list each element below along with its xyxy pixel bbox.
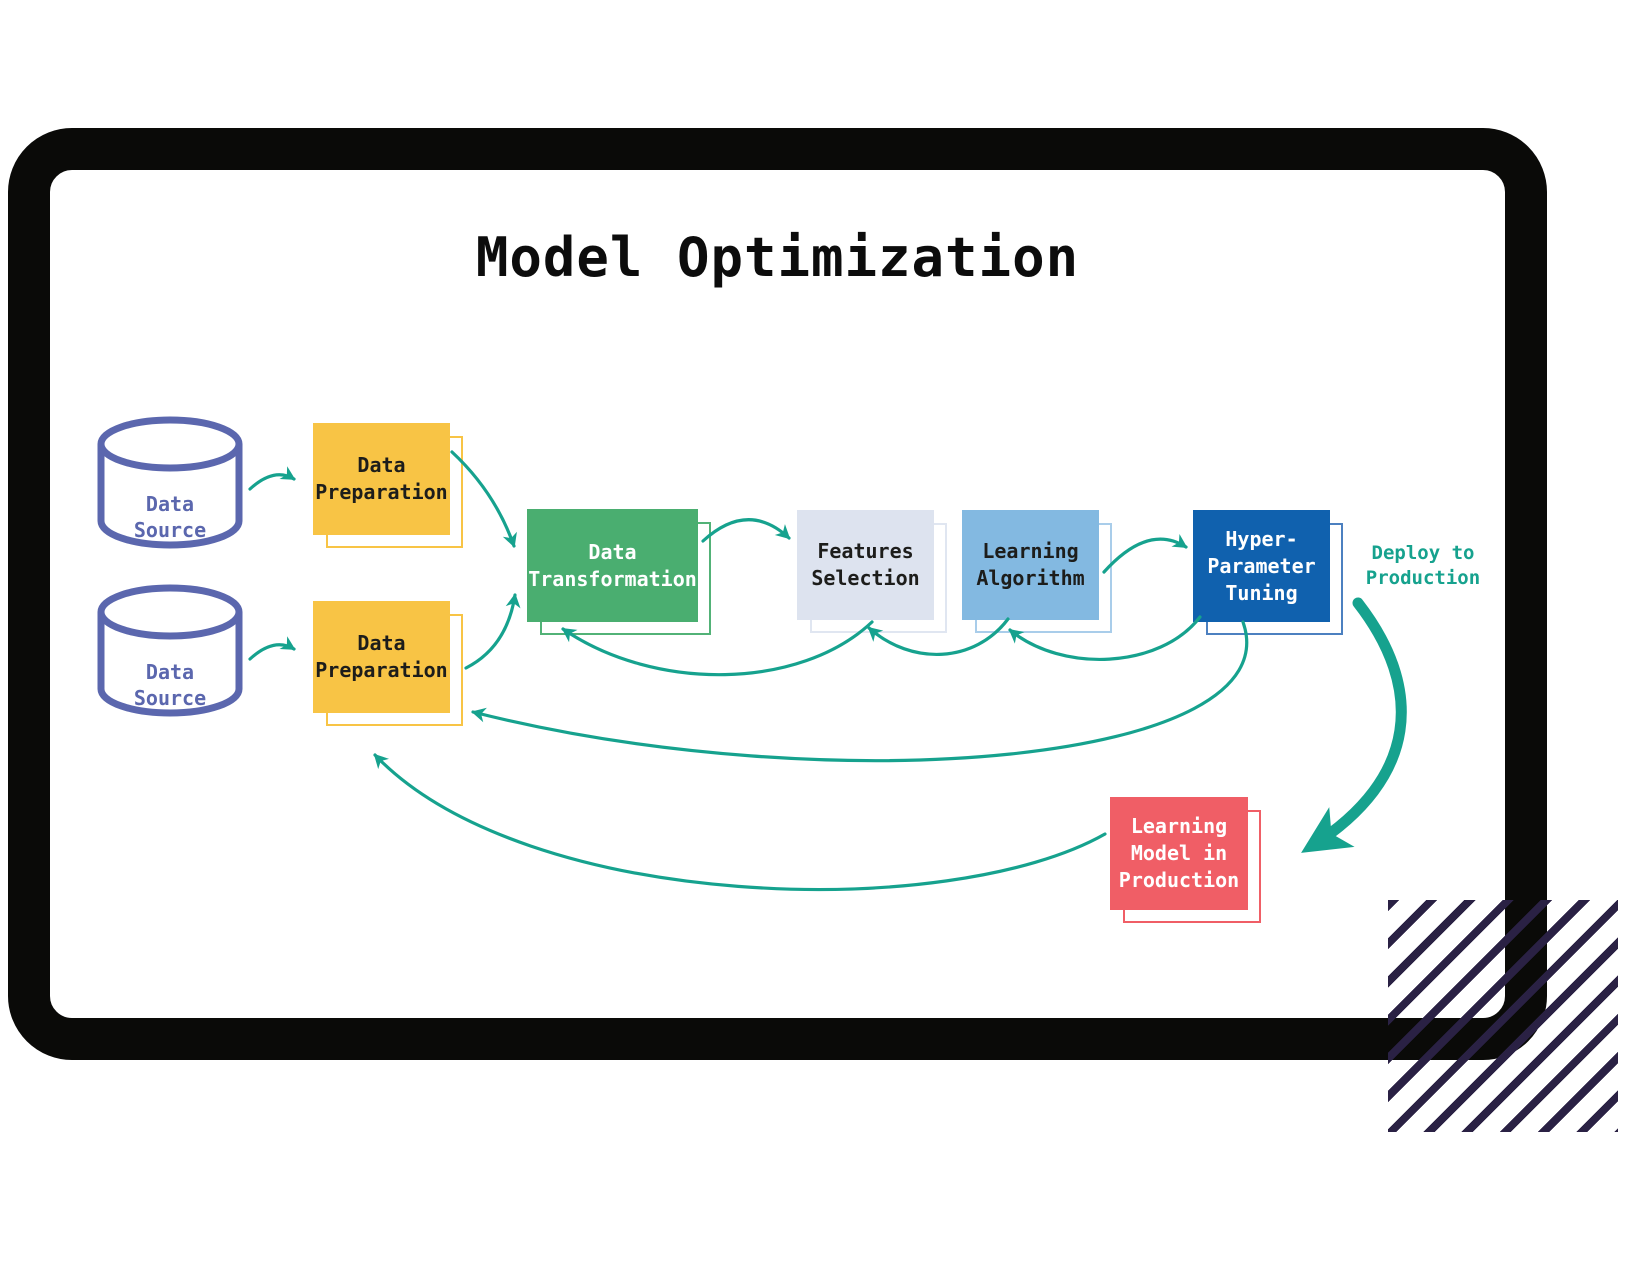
- node-label-line: Preparation: [315, 658, 448, 682]
- node-learning-algorithm: Learning Algorithm: [962, 510, 1099, 620]
- node-data-transformation: Data Transformation: [527, 509, 698, 622]
- node-label-line: Parameter: [1207, 553, 1316, 578]
- data-source-cylinder-1: Data Source: [97, 416, 243, 549]
- node-label-line: Transformation: [528, 566, 697, 591]
- cylinder-body: [97, 612, 243, 717]
- node-box: Learning Model in Production: [1110, 797, 1248, 910]
- node-box: Features Selection: [797, 510, 934, 620]
- page-title: Model Optimization: [475, 226, 1080, 289]
- node-label-line: Tuning: [1225, 580, 1298, 605]
- node-label-line: Model in: [1130, 841, 1228, 865]
- node-label-line: Features: [817, 539, 914, 563]
- node-features-selection: Features Selection: [797, 510, 934, 620]
- node-label-line: Data: [357, 453, 406, 477]
- cylinder-label-line: Source: [134, 518, 206, 542]
- data-source-cylinder-2: Data Source: [97, 584, 243, 717]
- deploy-label-line: Deploy to: [1371, 542, 1475, 564]
- node-box: Learning Algorithm: [962, 510, 1099, 620]
- cylinder-top: [97, 416, 243, 472]
- cylinder-label-line: Data: [146, 492, 194, 516]
- deploy-to-production-label: Deploy to Production: [1348, 541, 1498, 591]
- cylinder-label-line: Source: [134, 686, 206, 710]
- node-box: Data Transformation: [527, 509, 698, 622]
- deploy-label-line: Production: [1365, 567, 1481, 589]
- node-label-line: Preparation: [315, 480, 448, 504]
- cylinder-label-line: Data: [146, 660, 194, 684]
- node-data-preparation-2: Data Preparation: [313, 601, 450, 713]
- node-label-line: Selection: [811, 566, 920, 590]
- stripe-decoration: [1388, 900, 1618, 1132]
- node-box: Hyper- Parameter Tuning: [1193, 510, 1330, 622]
- node-learning-model-in-production: Learning Model in Production: [1110, 797, 1248, 910]
- node-label-line: Hyper-: [1225, 526, 1298, 551]
- cylinder-body: [97, 444, 243, 549]
- node-label-line: Production: [1118, 868, 1240, 892]
- node-label-line: Data: [588, 539, 637, 564]
- node-hyper-parameter-tuning: Hyper- Parameter Tuning: [1193, 510, 1330, 622]
- node-data-preparation-1: Data Preparation: [313, 423, 450, 535]
- cylinder-top: [97, 584, 243, 640]
- node-label-line: Algorithm: [976, 566, 1085, 590]
- node-box: Data Preparation: [313, 601, 450, 713]
- node-box: Data Preparation: [313, 423, 450, 535]
- node-label-line: Learning: [982, 539, 1079, 563]
- node-label-line: Data: [357, 631, 406, 655]
- node-label-line: Learning: [1130, 814, 1228, 838]
